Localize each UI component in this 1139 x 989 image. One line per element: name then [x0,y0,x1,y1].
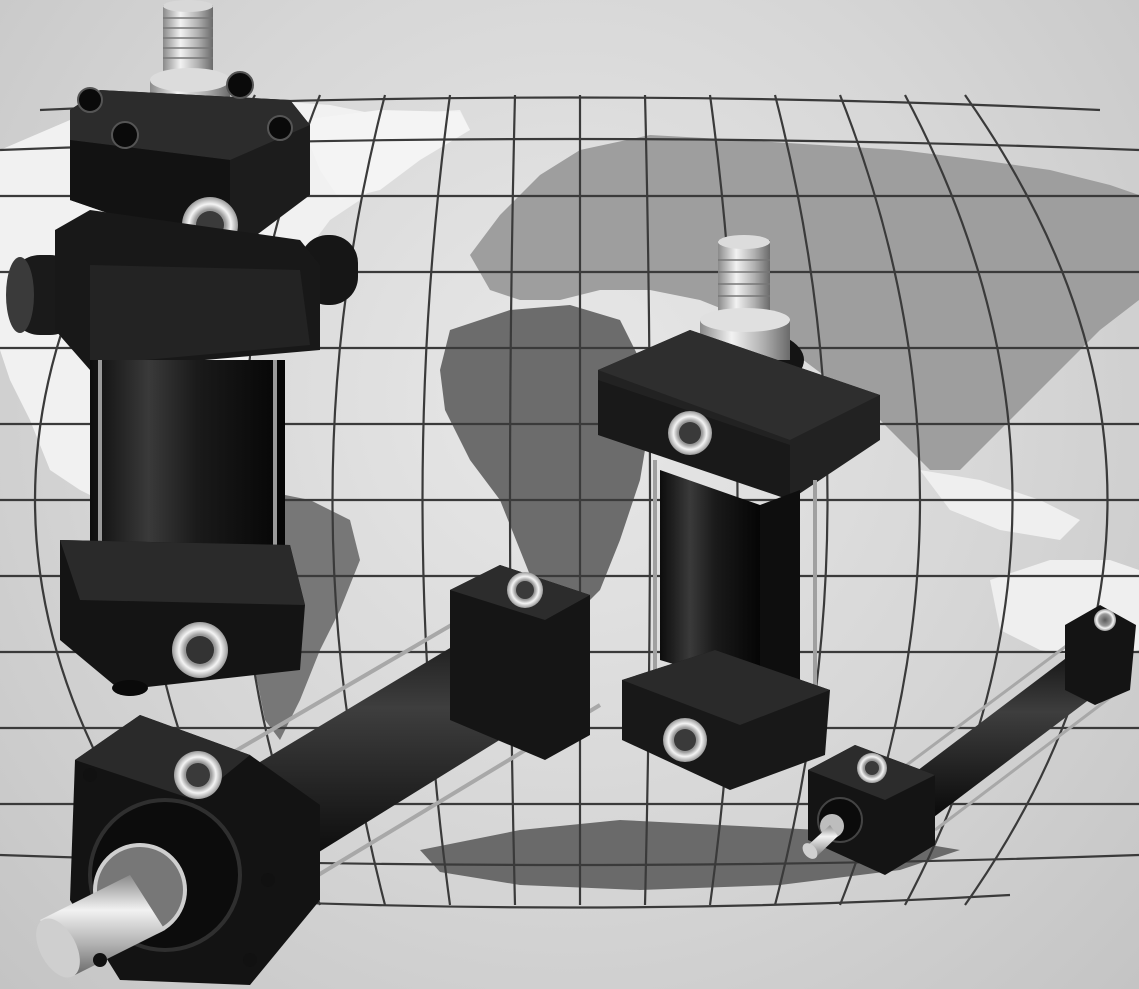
hydraulic-cylinder-vertical-center [598,235,880,790]
greenland-landmass [300,110,470,200]
eurasia-landmass [470,135,1139,470]
mounting-holes [83,768,275,967]
tie-rod-nuts [77,71,293,149]
africa-landmass [440,305,650,620]
cylinder-barrel [905,640,1115,820]
hydraulic-cylinder-horizontal-front [36,565,602,985]
hydraulic-cylinder-small-right [802,605,1136,875]
southeast-asia-landmass [920,470,1080,540]
hydraulic-cylinder-vertical-left [6,0,358,696]
cylinder-barrel [660,470,760,690]
rod-threads [163,17,213,59]
cylinder-barrel [90,360,285,560]
tie-rods [98,360,277,560]
